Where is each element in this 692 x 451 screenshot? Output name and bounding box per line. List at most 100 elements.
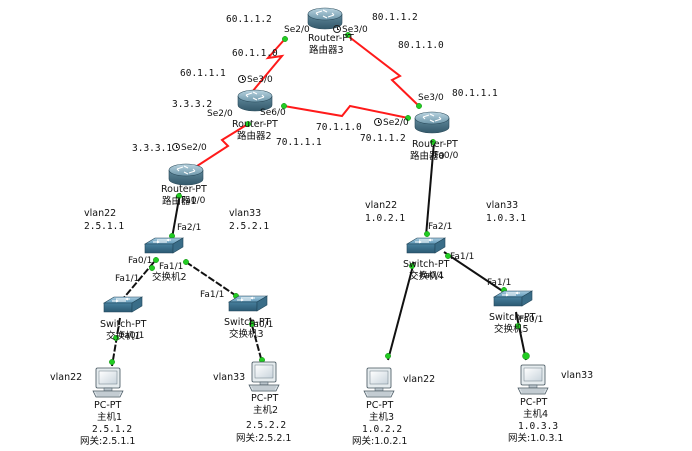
port-label: Se2/0 xyxy=(374,118,409,129)
device-type-label: Switch-PT xyxy=(224,317,271,328)
host-ip-label: 2.5.1.2 xyxy=(92,424,133,435)
link-r2-r3[interactable] xyxy=(251,39,285,93)
address-label: 70.1.1.1 xyxy=(276,137,322,148)
switch-icon[interactable] xyxy=(103,296,143,313)
host-ip-label: 2.5.2.2 xyxy=(246,420,287,431)
port-label: Fa0/1 xyxy=(420,271,445,281)
address-label: 3.3.3.1 xyxy=(132,143,173,154)
link-s1-h1[interactable] xyxy=(111,317,121,367)
vlan-gateway-label: 2.5.2.1 xyxy=(229,221,270,232)
router-icon[interactable] xyxy=(414,111,450,134)
status-light xyxy=(416,103,422,109)
vlan-label: vlan33 xyxy=(229,208,262,219)
status-light xyxy=(409,263,415,269)
link-r0-s4[interactable] xyxy=(425,141,435,237)
link-s4-h3[interactable] xyxy=(387,261,415,361)
device-name-label: 路由器0 xyxy=(410,151,445,162)
pc-icon[interactable] xyxy=(92,367,124,398)
device-type-label: Switch-PT xyxy=(489,312,536,323)
router-icon[interactable] xyxy=(168,163,204,186)
network-label: 80.1.1.0 xyxy=(398,40,444,51)
network-label: 60.1.1.0 xyxy=(232,48,278,59)
vlan-label: vlan33 xyxy=(486,200,519,211)
vlan-label: vlan33 xyxy=(213,372,246,383)
switch-icon[interactable] xyxy=(144,237,184,254)
device-type-label: Switch-PT xyxy=(403,259,450,270)
vlan-label: vlan22 xyxy=(365,200,398,211)
vlan-label: vlan22 xyxy=(50,372,83,383)
device-name-label: 交换机3 xyxy=(229,329,264,340)
status-light xyxy=(109,359,115,365)
device-name-label: 交换机5 xyxy=(494,324,529,335)
port-label: Fa0/0 xyxy=(434,151,459,161)
port-label: Fa1/1 xyxy=(200,290,225,300)
host-gateway-label: 网关:2.5.2.1 xyxy=(236,433,292,444)
device-type-label: PC-PT xyxy=(251,393,279,404)
device-name-label: 路由器2 xyxy=(237,131,272,142)
vlan-label: vlan22 xyxy=(403,374,436,385)
link-s3-h2[interactable] xyxy=(249,317,263,363)
device-type-label: Switch-PT xyxy=(100,319,147,330)
status-light xyxy=(385,353,391,359)
port-label: Se3/0 xyxy=(238,75,273,86)
device-type-label: Router-PT xyxy=(161,184,207,195)
vlan-gateway-label: 1.0.2.1 xyxy=(365,213,406,224)
link-s2-s1[interactable] xyxy=(121,261,155,301)
pc-icon[interactable] xyxy=(363,367,395,398)
link-s2-s3[interactable] xyxy=(185,261,239,298)
port-label: Se3/0 xyxy=(418,93,444,103)
status-light xyxy=(153,257,159,263)
port-label: Se2/0 xyxy=(172,143,207,154)
port-label: Fa2/1 xyxy=(428,222,453,232)
vlan-label: vlan22 xyxy=(84,208,117,219)
link-s5-h4[interactable] xyxy=(515,311,527,361)
pc-icon[interactable] xyxy=(248,361,280,392)
port-label: Fa0/1 xyxy=(249,320,274,330)
vlan-gateway-label: 1.0.3.1 xyxy=(486,213,527,224)
switch-icon[interactable] xyxy=(228,295,268,312)
port-label: Se3/0 xyxy=(333,25,368,36)
device-name-label: 路由器3 xyxy=(309,45,344,56)
status-light xyxy=(113,335,119,341)
device-type-label: PC-PT xyxy=(366,400,394,411)
address-label: 80.1.1.1 xyxy=(452,88,498,99)
device-name-label: 主机3 xyxy=(369,412,395,423)
switch-icon[interactable] xyxy=(493,290,533,307)
link-r2-r1[interactable] xyxy=(193,123,249,169)
device-name-label: 主机1 xyxy=(97,412,123,423)
host-gateway-label: 网关:1.0.2.1 xyxy=(352,436,408,447)
ethernet-links xyxy=(111,141,527,367)
device-name-label: 主机4 xyxy=(523,409,549,420)
status-light xyxy=(245,121,251,127)
host-gateway-label: 网关:1.0.3.1 xyxy=(508,433,564,444)
port-label: Se2/0 xyxy=(207,109,233,119)
link-r3-r0[interactable] xyxy=(347,35,421,108)
status-light xyxy=(282,36,288,42)
address-label: 60.1.1.1 xyxy=(180,68,226,79)
pc-icon[interactable] xyxy=(517,364,549,395)
link-s4-s5[interactable] xyxy=(443,251,505,293)
status-light xyxy=(176,193,182,199)
device-type-label: PC-PT xyxy=(94,400,122,411)
status-light xyxy=(249,321,255,327)
device-type-label: Router-PT xyxy=(308,33,354,44)
device-name-label: 交换机4 xyxy=(409,271,444,282)
port-label: Fa1/1 xyxy=(450,252,475,262)
switch-icon[interactable] xyxy=(406,237,446,254)
status-light xyxy=(149,265,155,271)
device-name-label: 交换机2 xyxy=(152,272,187,283)
status-light xyxy=(430,139,436,145)
address-label: 60.1.1.2 xyxy=(226,14,272,25)
status-light xyxy=(281,103,287,109)
port-label: Fa0/1 xyxy=(519,315,544,325)
port-label: Fa1/1 xyxy=(159,262,184,272)
vlan-label: vlan33 xyxy=(561,370,594,381)
link-r1-s2[interactable] xyxy=(171,192,181,239)
link-r2-r0[interactable] xyxy=(283,104,409,119)
status-light xyxy=(424,231,430,237)
port-label: Fa2/1 xyxy=(177,223,202,233)
device-type-label: Router-PT xyxy=(232,119,278,130)
device-name-label: 交换机1 xyxy=(106,331,141,342)
